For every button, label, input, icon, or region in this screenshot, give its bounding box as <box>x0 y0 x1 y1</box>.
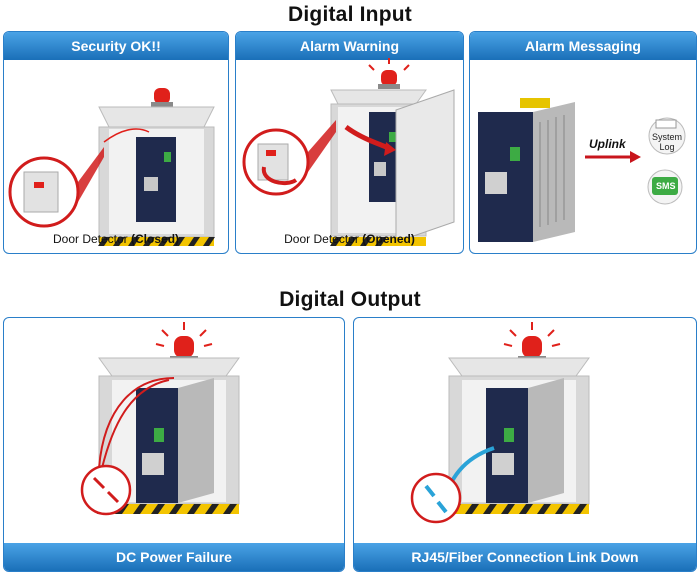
system-log-label: System Log <box>651 132 682 152</box>
panel-dc-power-failure: DC Power Failure <box>3 317 345 572</box>
alarm-light-icon <box>151 88 173 107</box>
uplink-arrow-icon <box>585 151 641 163</box>
panel-footer: RJ45/Fiber Connection Link Down <box>354 543 696 571</box>
panel-header: Alarm Messaging <box>470 32 696 60</box>
panel-alarm-warning: Alarm Warning <box>235 31 464 254</box>
panel-header: Alarm Warning <box>236 32 463 60</box>
system-log-icon <box>648 117 686 155</box>
panel-footer: DC Power Failure <box>4 543 344 571</box>
device-illustration <box>478 98 686 242</box>
sms-label: SMS <box>656 181 676 191</box>
sms-icon <box>647 169 683 205</box>
caption-prefix: Door Detector <box>284 232 363 246</box>
uplink-label: Uplink <box>589 137 626 151</box>
door-detector-caption: Door Detector (Closed) <box>4 232 228 246</box>
panel-security-ok: Security OK!! <box>3 31 229 254</box>
alarm-light-icon <box>155 322 213 362</box>
digital-output-title: Digital Output <box>279 288 421 311</box>
caption-state: (Opened) <box>362 232 415 246</box>
link-down-illustration <box>410 322 590 524</box>
panel-alarm-messaging: Alarm Messaging Uplink System Log SMS <box>469 31 697 254</box>
cabinet-closed-illustration <box>8 88 215 246</box>
caption-prefix: Door Detector <box>52 232 132 246</box>
panel-header: Security OK!! <box>4 32 228 60</box>
cabinet-opened-illustration <box>242 58 455 246</box>
digital-input-title: Digital Input <box>288 3 412 26</box>
door-detector-caption: Door Detector (Opened) <box>236 232 463 246</box>
panel-link-down: RJ45/Fiber Connection Link Down <box>353 317 697 572</box>
power-failure-illustration <box>80 322 240 516</box>
caption-state: (Closed) <box>131 232 180 246</box>
alarm-light-icon <box>503 322 561 362</box>
alarm-light-icon <box>368 58 410 89</box>
